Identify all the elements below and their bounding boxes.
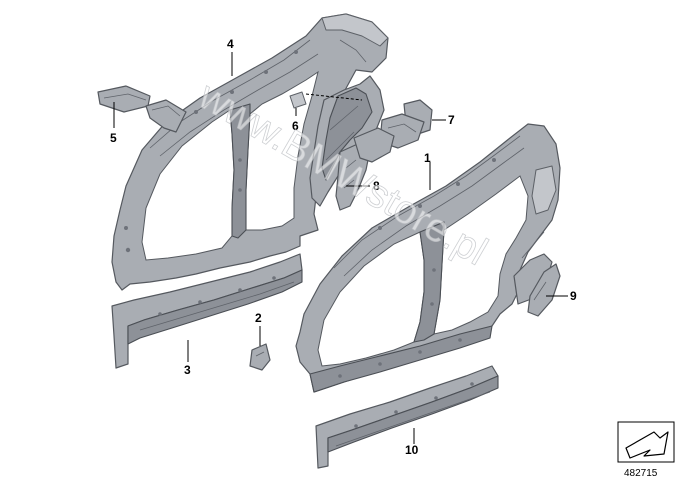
callout-1: 1 — [424, 151, 431, 165]
callout-4: 4 — [227, 37, 234, 51]
callout-9: 9 — [570, 289, 577, 303]
callout-3: 3 — [184, 363, 191, 377]
left-rocker-panel — [111, 253, 303, 369]
callout-5: 5 — [110, 131, 117, 145]
orientation-arrow-icon — [625, 431, 669, 459]
bracket-5 — [97, 85, 187, 133]
left-side-frame — [111, 13, 389, 291]
callout-labels: 1 2 3 4 5 6 7 8 9 10 — [110, 37, 577, 457]
bracket-2 — [249, 343, 271, 371]
reference-box: 482715 — [617, 421, 675, 479]
callout-7: 7 — [448, 113, 455, 127]
wheel-arch-assembly — [289, 75, 433, 211]
callout-8: 8 — [373, 179, 380, 193]
right-rocker-panel — [315, 365, 499, 469]
leader-lines — [113, 52, 568, 444]
callout-10: 10 — [405, 443, 419, 457]
right-side-frame — [295, 123, 561, 393]
callout-6: 6 — [292, 119, 299, 133]
callout-2: 2 — [255, 311, 262, 325]
rear-panel-9 — [513, 253, 561, 317]
reference-number: 482715 — [624, 468, 658, 479]
